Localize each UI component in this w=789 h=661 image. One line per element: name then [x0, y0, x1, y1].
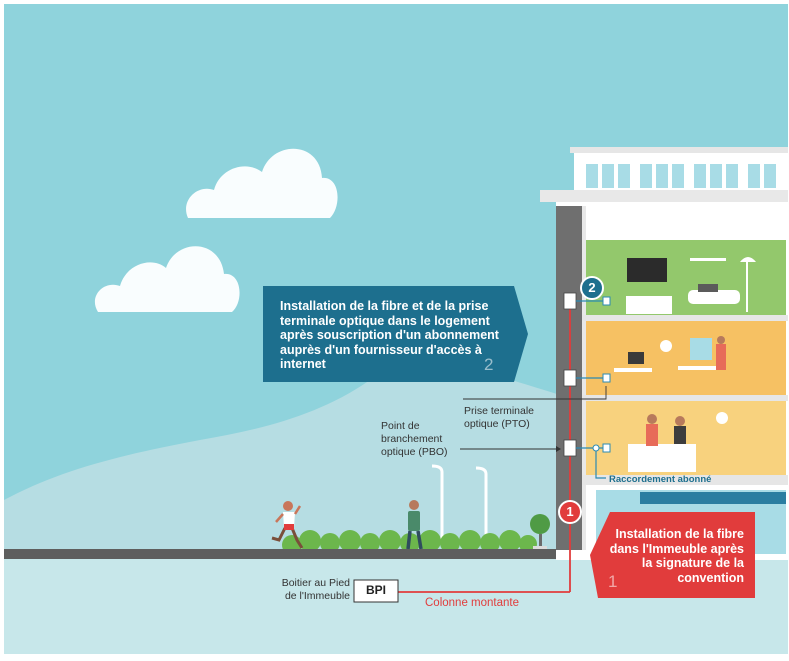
pto-label: Prise terminale optique (PTO)	[464, 405, 535, 430]
step1-callout-shape	[590, 512, 755, 598]
pbo-box	[563, 439, 577, 457]
bpi-label: BPI	[365, 583, 386, 597]
sidewalk	[4, 549, 604, 559]
room-office	[586, 321, 786, 395]
pto-socket	[602, 373, 611, 383]
step2-badge: 2	[580, 276, 604, 300]
pto-leader	[463, 386, 607, 400]
step2-number: 2	[484, 355, 494, 374]
raccordement-label: Raccordement abonné	[609, 474, 712, 485]
step2-callout-shape	[263, 286, 528, 382]
step2-callout-text: Installation de la fibre et de la prise …	[280, 299, 499, 371]
street-lamp-icon	[475, 466, 488, 540]
cloud-icon	[186, 148, 338, 218]
step1-callout-text: Installation de la fibre dans l'Immeuble…	[609, 527, 744, 585]
walking-person-icon	[406, 500, 423, 550]
building	[540, 147, 788, 560]
raccordement-pointer	[595, 451, 606, 479]
hill	[4, 364, 560, 555]
cloud-icon	[94, 246, 240, 312]
boitier-label: Boitier au Pied de l'Immeuble	[281, 577, 350, 602]
colonne-label: Colonne montante	[425, 597, 519, 609]
runner-person-icon	[271, 501, 304, 549]
pbo-box-mid	[563, 369, 577, 387]
pbo-label: Point de branchement optique (PBO)	[381, 420, 448, 458]
step1-number: 1	[608, 572, 618, 591]
bpi-box	[353, 579, 399, 603]
street-lamp-icon	[431, 464, 444, 540]
room-living	[586, 240, 786, 315]
pbo-box-top	[563, 292, 577, 310]
step1-badge: 1	[558, 500, 582, 524]
